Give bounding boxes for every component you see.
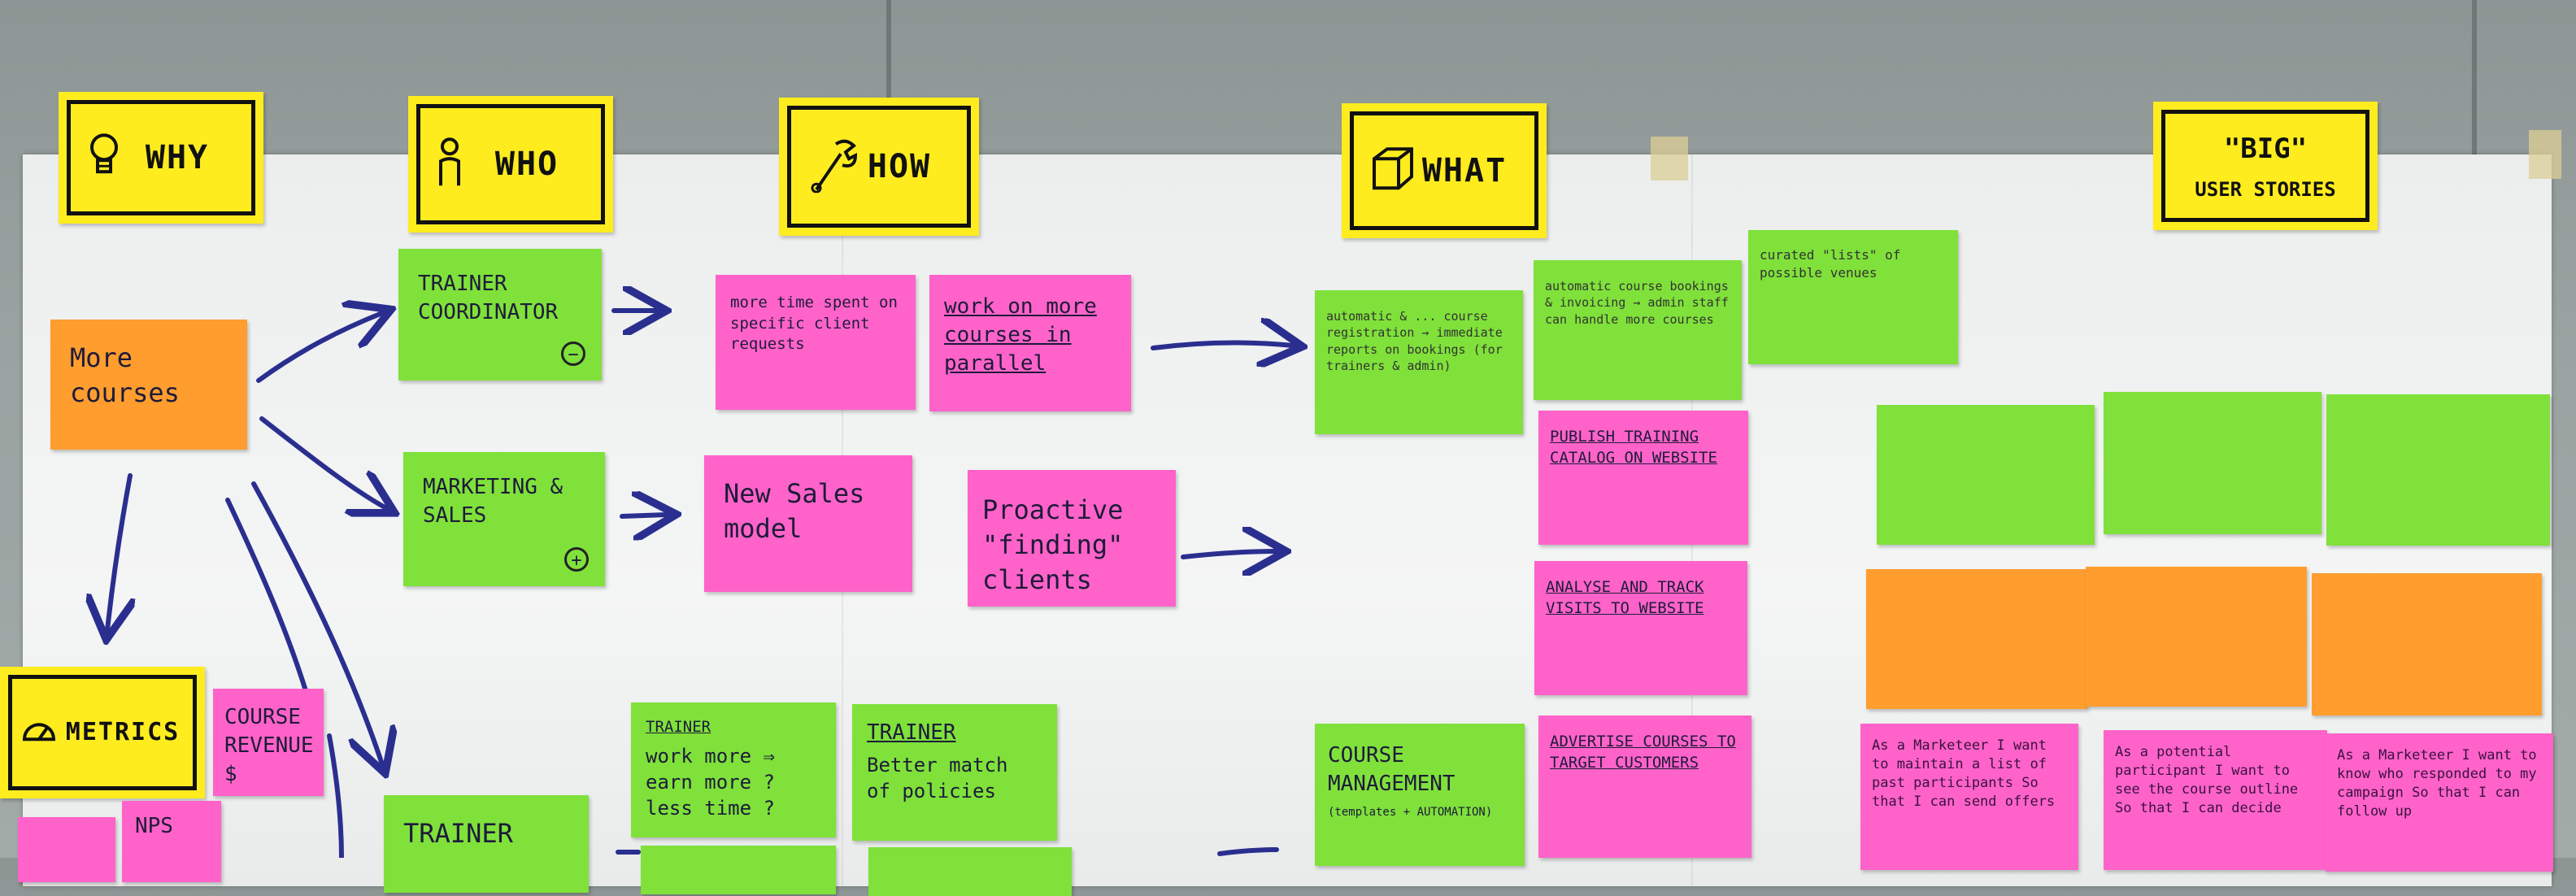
potential-participant-story-text: As a potential participant I want to see…: [2115, 744, 2299, 816]
user-story-note: [2326, 394, 2550, 546]
trainer-coordinator-label: TRAINER COORDINATOR: [418, 272, 559, 325]
wall-seam: [886, 0, 891, 187]
trainer-better-match-title: TRAINER: [867, 720, 956, 745]
what-header: WHAT: [1342, 103, 1547, 238]
how-header: HOW: [779, 98, 979, 236]
course-management-title: COURSE MANAGEMENT: [1328, 743, 1456, 797]
partial-note: [868, 847, 1072, 896]
trainer-coordinator-note: TRAINER COORDINATOR −: [398, 249, 602, 381]
more-courses-note: More courses: [50, 320, 247, 450]
auto-invoicing-note: automatic course bookings & invoicing → …: [1534, 260, 1742, 400]
user-story-note: [1866, 569, 2087, 709]
arrow: [1181, 551, 1277, 557]
tape: [2529, 130, 2561, 179]
trainer-better-match-note: TRAINER Better match of policies: [852, 704, 1057, 841]
course-management-sub: (templates + AUTOMATION): [1328, 806, 1493, 820]
partial-note: [641, 846, 836, 894]
minus-badge: −: [561, 341, 585, 366]
arrow: [327, 733, 344, 858]
arrow: [259, 416, 386, 508]
trainer-work-more-note: TRAINER work more ⇒ earn more ? less tim…: [631, 702, 836, 837]
flow-arrows: [0, 0, 2576, 858]
plus-badge: +: [564, 547, 589, 572]
arrow: [256, 313, 382, 383]
marketeer-story-note-2: As a Marketeer I want to know who respon…: [2326, 733, 2553, 872]
work-on-more-courses-note: work on more courses in parallel: [929, 275, 1131, 411]
arrow: [620, 515, 667, 516]
user-story-note: [2104, 392, 2321, 534]
potential-participant-story-note: As a potential participant I want to see…: [2104, 730, 2327, 870]
course-management-note: COURSE MANAGEMENT (templates + AUTOMATIO…: [1315, 724, 1525, 866]
user-story-note: [2312, 573, 2542, 715]
why-header-label: WHY: [145, 139, 210, 176]
what-header-label: WHAT: [1421, 152, 1508, 189]
trainer-better-match-body: Better match of policies: [867, 754, 1008, 803]
proactive-finding-clients-note: Proactive "finding" clients: [968, 470, 1176, 607]
big-user-stories-header: "BIG" USER STORIES: [2153, 102, 2378, 230]
auto-registration-note: automatic & ... course registration → im…: [1315, 290, 1523, 434]
wall-seam: [2472, 0, 2477, 187]
arrow: [1217, 847, 1279, 856]
trainer-note: TRAINER: [384, 795, 589, 893]
marketeer-story-note-1: As a Marketeer I want to maintain a list…: [1860, 724, 2078, 870]
arrow: [251, 481, 382, 764]
metric-note: [18, 817, 115, 882]
user-story-note: [1877, 405, 2095, 545]
big-header-line2: USER STORIES: [2195, 178, 2336, 201]
advertise-courses-note: ADVERTISE COURSES TO TARGET CUSTOMERS: [1538, 715, 1751, 858]
curated-venues-note: curated "lists" of possible venues: [1748, 230, 1958, 364]
lightbulb-icon: [88, 131, 120, 185]
marketeer-story-text-1: As a Marketeer I want to maintain a list…: [1872, 737, 2056, 810]
metrics-header: METRICS: [0, 667, 205, 798]
who-header: WHO: [408, 96, 613, 233]
course-revenue-note: COURSE REVENUE $: [213, 689, 324, 796]
why-header: WHY: [59, 92, 263, 224]
marketing-sales-note: MARKETING & SALES +: [403, 452, 605, 586]
analyse-visits-note: ANALYSE AND TRACK VISITS TO WEBSITE: [1534, 561, 1747, 695]
user-story-note: [2086, 567, 2307, 707]
how-header-label: HOW: [867, 148, 932, 185]
wrench-icon: [808, 136, 858, 198]
arrow: [1151, 343, 1293, 348]
tape: [1651, 137, 1688, 181]
arrow: [107, 473, 130, 630]
more-time-spent-note: more time spent on specific client reque…: [716, 275, 916, 410]
nps-note: NPS: [122, 801, 221, 882]
marketeer-story-text-2: As a Marketeer I want to know who respon…: [2337, 747, 2537, 820]
person-icon: [437, 137, 462, 192]
gauge-icon: [21, 718, 57, 747]
arrow: [225, 498, 315, 718]
new-sales-model-note: New Sales model: [704, 455, 912, 592]
trainer-work-more-body: work more ⇒ earn more ? less time ?: [646, 744, 775, 820]
big-header-line1: "BIG": [2223, 133, 2308, 165]
trainer-work-more-title: TRAINER: [646, 718, 711, 736]
cube-icon: [1371, 146, 1415, 196]
metrics-header-label: METRICS: [65, 717, 181, 746]
marketing-sales-label: MARKETING & SALES: [423, 475, 564, 528]
publish-catalog-note: PUBLISH TRAINING CATALOG ON WEBSITE: [1538, 411, 1748, 545]
who-header-label: WHO: [494, 146, 559, 183]
